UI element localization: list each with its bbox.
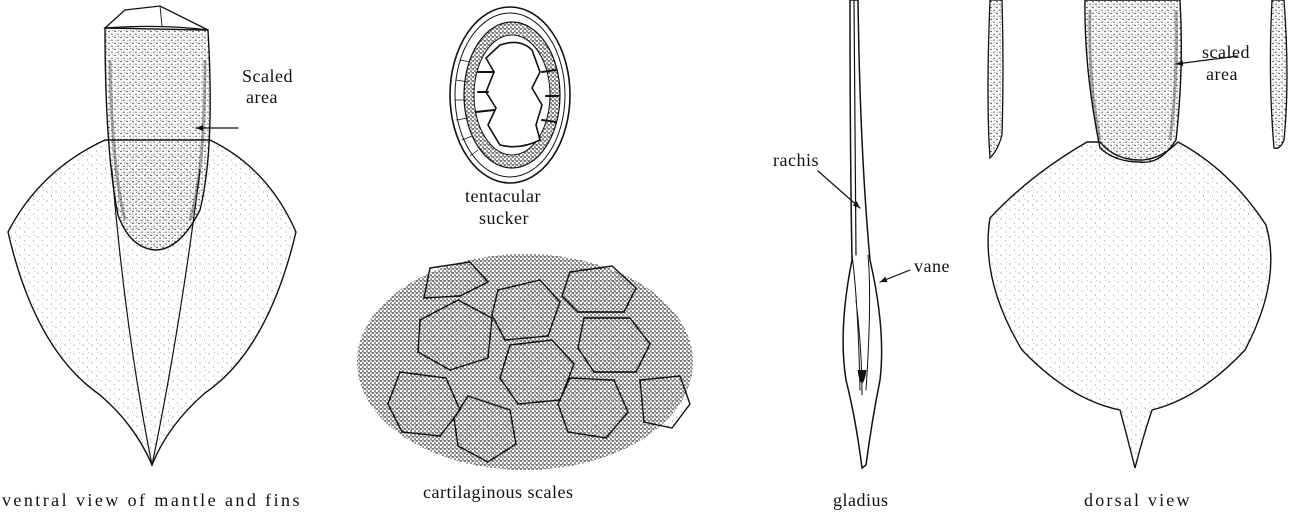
dorsal-label-line1: scaled: [1202, 42, 1250, 62]
gladius-outline: [843, 0, 882, 468]
gladius-drawing: [818, 0, 910, 468]
ventral-mantle-top: [105, 6, 208, 30]
ventral-caption: ventral view of mantle and fins: [2, 490, 300, 510]
sucker-aperture: [486, 42, 542, 146]
dorsal-label-line2: area: [1206, 64, 1238, 84]
gladius-label-vane: vane: [914, 256, 950, 276]
scale-plate: [562, 266, 636, 312]
sucker-caption-line1: tentacular: [465, 186, 541, 206]
ventral-label-line1: Scaled: [242, 66, 293, 86]
gladius-caption: gladius: [833, 490, 889, 510]
ventral-mantle: [105, 28, 210, 250]
scales-caption: cartilaginous scales: [423, 482, 573, 502]
dorsal-arm-left: [988, 0, 1003, 158]
tentacular-sucker-drawing: [450, 7, 570, 183]
dorsal-fins: [988, 142, 1271, 468]
cartilaginous-scales-drawing: [357, 254, 693, 470]
dorsal-arm-right: [1270, 0, 1287, 148]
dorsal-view-drawing: [988, 0, 1287, 468]
dorsal-caption: dorsal view: [1084, 490, 1190, 510]
ventral-label-line2: area: [246, 87, 278, 107]
gladius-label-rachis: rachis: [773, 150, 819, 170]
sucker-caption-line2: sucker: [479, 208, 529, 228]
scale-plate: [640, 376, 690, 428]
